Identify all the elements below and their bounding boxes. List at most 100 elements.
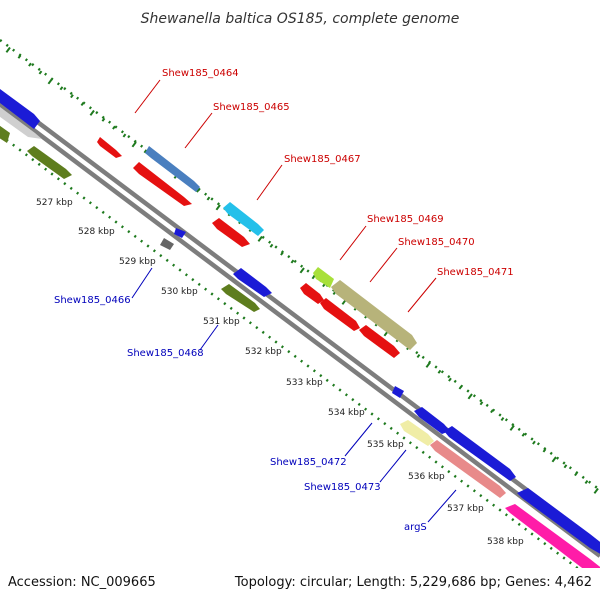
scale-tick: [532, 440, 536, 445]
label-leader-line: [407, 277, 437, 313]
label-leader-line: [339, 225, 367, 261]
scale-tick: [425, 361, 431, 368]
map-title: Shewanella baltica OS185, complete genom…: [141, 11, 460, 27]
outer-dotted-line: [0, 39, 600, 491]
gene-label[interactable]: Shew185_0471: [437, 267, 514, 278]
scale-tick: [101, 117, 106, 122]
scale-tick: [47, 78, 53, 85]
inner-dotted-line: [0, 134, 580, 568]
scale-tick: [437, 369, 442, 374]
gene-block[interactable]: [392, 386, 404, 398]
label-leader-line: [199, 324, 219, 351]
gene-block[interactable]: [430, 440, 506, 498]
scale-tick: [89, 109, 95, 116]
gene-block[interactable]: [233, 268, 272, 297]
scale-tick: [269, 243, 274, 248]
position-label: 531 kbp: [203, 317, 240, 327]
label-leader-line: [134, 79, 161, 114]
gene-block[interactable]: [359, 325, 400, 358]
scale-tick: [509, 424, 515, 431]
scale-tick: [196, 188, 200, 193]
gene-block[interactable]: [444, 426, 516, 481]
gene-block[interactable]: [27, 146, 72, 179]
scale-tick: [299, 267, 305, 274]
scale-tick: [574, 472, 578, 477]
scale-tick: [521, 432, 526, 437]
gene-block[interactable]: [160, 238, 174, 250]
position-label: 536 kbp: [408, 472, 445, 482]
scale-tick: [143, 149, 148, 154]
gene-block[interactable]: [212, 218, 250, 247]
scale-tick: [500, 417, 505, 422]
scale-tick: [458, 385, 463, 390]
label-leader-line: [369, 247, 398, 283]
gene-label[interactable]: Shew185_0464: [162, 68, 239, 79]
gene-label[interactable]: Shew185_0466: [54, 295, 131, 306]
position-label: 538 kbp: [487, 537, 524, 547]
gene-block[interactable]: [320, 298, 360, 331]
position-label: 529 kbp: [119, 257, 156, 267]
gene-block[interactable]: [300, 283, 324, 304]
scale-tick: [551, 456, 557, 463]
gene-label[interactable]: Shew185_0473: [304, 482, 381, 493]
gene-block[interactable]: [97, 137, 122, 158]
scale-tick: [80, 102, 85, 107]
position-label: 532 kbp: [245, 347, 282, 357]
map-plot: 527 kbp 528 kbp 529 kbp 530 kbp 531 kbp …: [0, 39, 600, 582]
scale-tick: [17, 54, 22, 59]
position-label: 534 kbp: [328, 408, 365, 418]
label-leader-line: [379, 449, 407, 483]
position-label: 535 kbp: [367, 440, 404, 450]
position-label: 537 kbp: [447, 504, 484, 514]
gene-block[interactable]: [313, 267, 334, 288]
scale-tick: [563, 464, 568, 469]
gene-label[interactable]: argS: [404, 522, 427, 533]
gene-block[interactable]: [133, 162, 192, 206]
gene-block[interactable]: [505, 504, 600, 582]
scale-tick: [38, 70, 43, 75]
gene-label[interactable]: Shew185_0465: [213, 102, 290, 113]
gene-block[interactable]: [221, 284, 260, 312]
scale-tick: [542, 448, 547, 453]
gene-block[interactable]: [331, 280, 417, 350]
label-leader-line: [344, 422, 373, 457]
gene-block[interactable]: [174, 228, 186, 238]
label-leader-line: [131, 267, 153, 299]
gene-block[interactable]: [414, 407, 450, 434]
gene-block[interactable]: [145, 146, 200, 192]
label-leader-line: [427, 489, 457, 523]
position-label: 528 kbp: [78, 227, 115, 237]
gene-block[interactable]: [0, 86, 40, 129]
scale-tick: [311, 275, 316, 280]
scale-tick: [131, 141, 137, 148]
scale-tick: [28, 62, 32, 67]
gene-block[interactable]: [517, 488, 600, 556]
scale-tick: [479, 401, 484, 406]
gene-label[interactable]: Shew185_0469: [367, 214, 444, 225]
label-leader-line: [256, 164, 283, 201]
gene-label[interactable]: Shew185_0472: [270, 457, 347, 468]
scale-tick: [416, 354, 421, 359]
scale-tick: [593, 487, 599, 494]
scale-tick: [70, 94, 74, 99]
position-label: 533 kbp: [286, 378, 323, 388]
scale-tick: [257, 235, 263, 242]
gene-block[interactable]: [0, 123, 10, 143]
gene-block[interactable]: [0, 104, 42, 139]
position-label: 530 kbp: [161, 287, 198, 297]
scale-tick: [448, 377, 452, 382]
gene-label[interactable]: Shew185_0468: [127, 348, 204, 359]
scale-tick: [280, 251, 284, 256]
gene-label[interactable]: Shew185_0470: [398, 237, 475, 248]
topology-text: Topology: circular; Length: 5,229,686 bp…: [234, 575, 592, 590]
position-label: 527 kbp: [36, 198, 73, 208]
gene-block[interactable]: [223, 202, 264, 236]
scale-tick: [215, 204, 221, 211]
scale-tick: [290, 259, 295, 264]
gene-label[interactable]: Shew185_0467: [284, 154, 361, 165]
gene-block[interactable]: [400, 420, 434, 446]
scale-tick: [584, 480, 589, 485]
scale-tick: [122, 133, 127, 138]
genome-backbone-line: [0, 101, 600, 558]
